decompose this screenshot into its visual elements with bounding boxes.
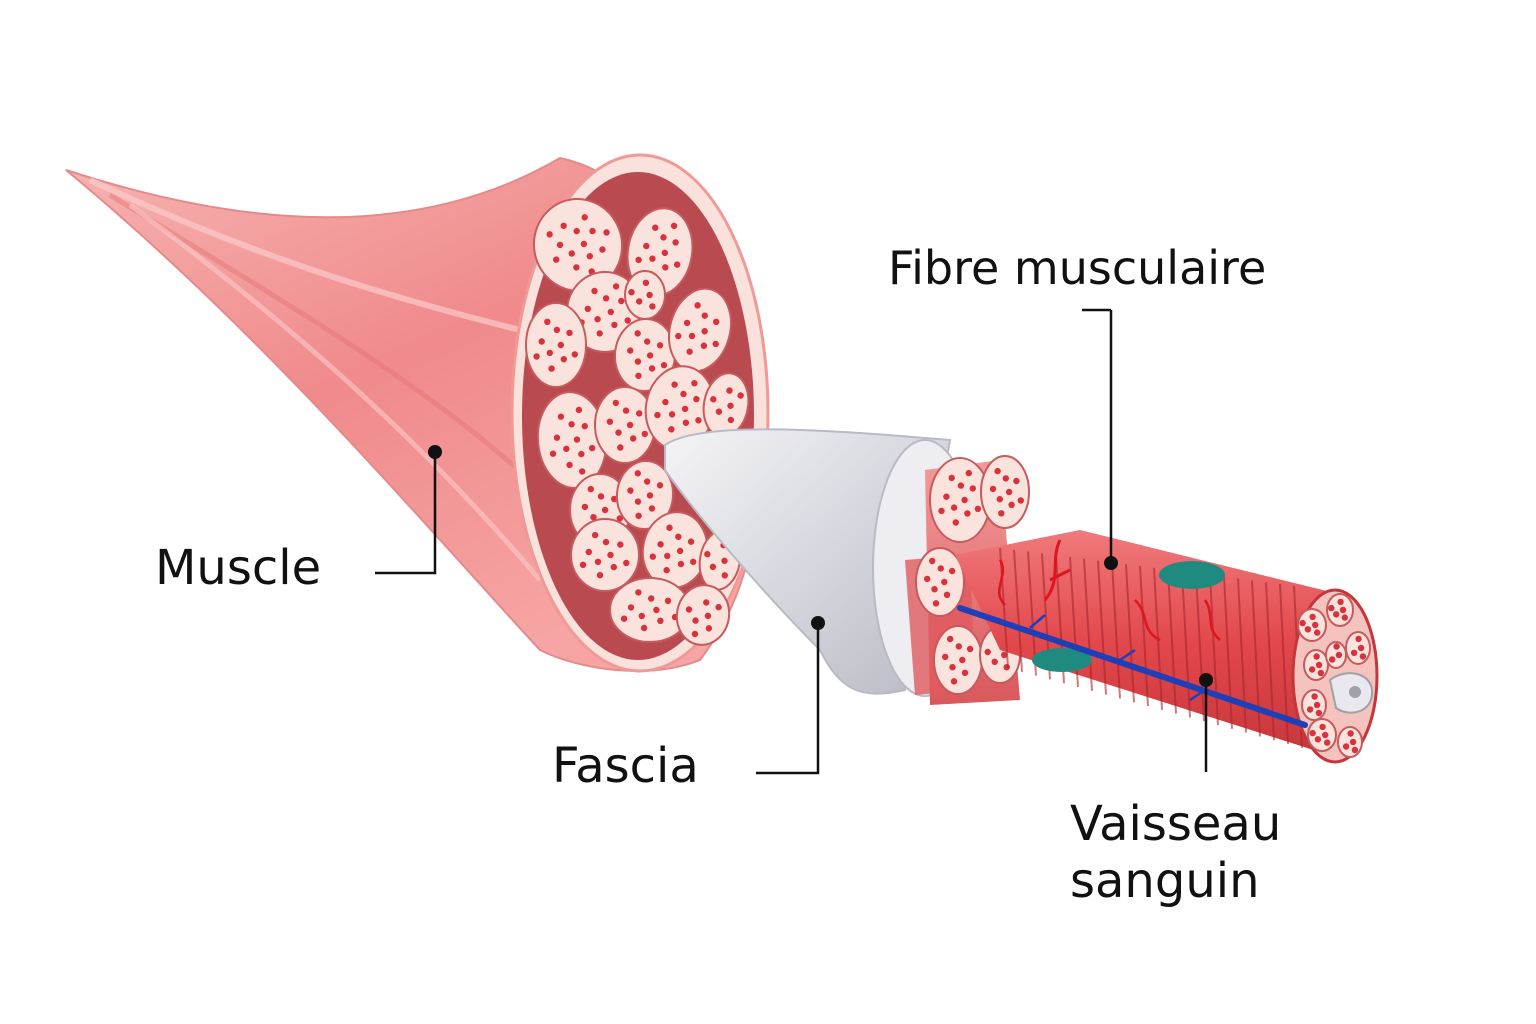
fascicle	[625, 271, 665, 319]
fascia-leader	[756, 623, 818, 773]
myofibril	[1327, 594, 1353, 626]
muscle-fibre	[955, 530, 1377, 762]
myofibril	[1298, 609, 1326, 641]
vessel-leader-dot	[1199, 673, 1213, 687]
myofibril	[1308, 719, 1336, 751]
myofibril	[1326, 642, 1346, 668]
vessel-label-line2: sanguin	[1070, 853, 1281, 910]
myofibril	[1302, 690, 1326, 720]
myofibril	[1346, 632, 1370, 664]
fascia-leader-dot	[811, 616, 825, 630]
fascicle	[526, 303, 586, 387]
fibre-leader-dot	[1104, 556, 1118, 570]
myofibril	[1338, 727, 1362, 757]
muscle-leader-dot	[428, 445, 442, 459]
satellite-cell	[1159, 561, 1225, 589]
vessel-label: Vaisseau sanguin	[1070, 796, 1281, 909]
vessel-label-line1: Vaisseau	[1070, 796, 1281, 853]
fascicle	[571, 519, 639, 591]
fibre-leader	[1082, 310, 1111, 563]
myofibril	[1304, 650, 1328, 680]
muscle-cross-section	[512, 155, 768, 671]
fascia-label: Fascia	[552, 738, 699, 795]
fascicle	[595, 387, 655, 463]
fibre-bundle-end	[981, 456, 1029, 528]
fibre-bundle-end	[934, 626, 982, 694]
fibre-label: Fibre musculaire	[888, 241, 1266, 295]
muscle-label: Muscle	[155, 540, 321, 597]
